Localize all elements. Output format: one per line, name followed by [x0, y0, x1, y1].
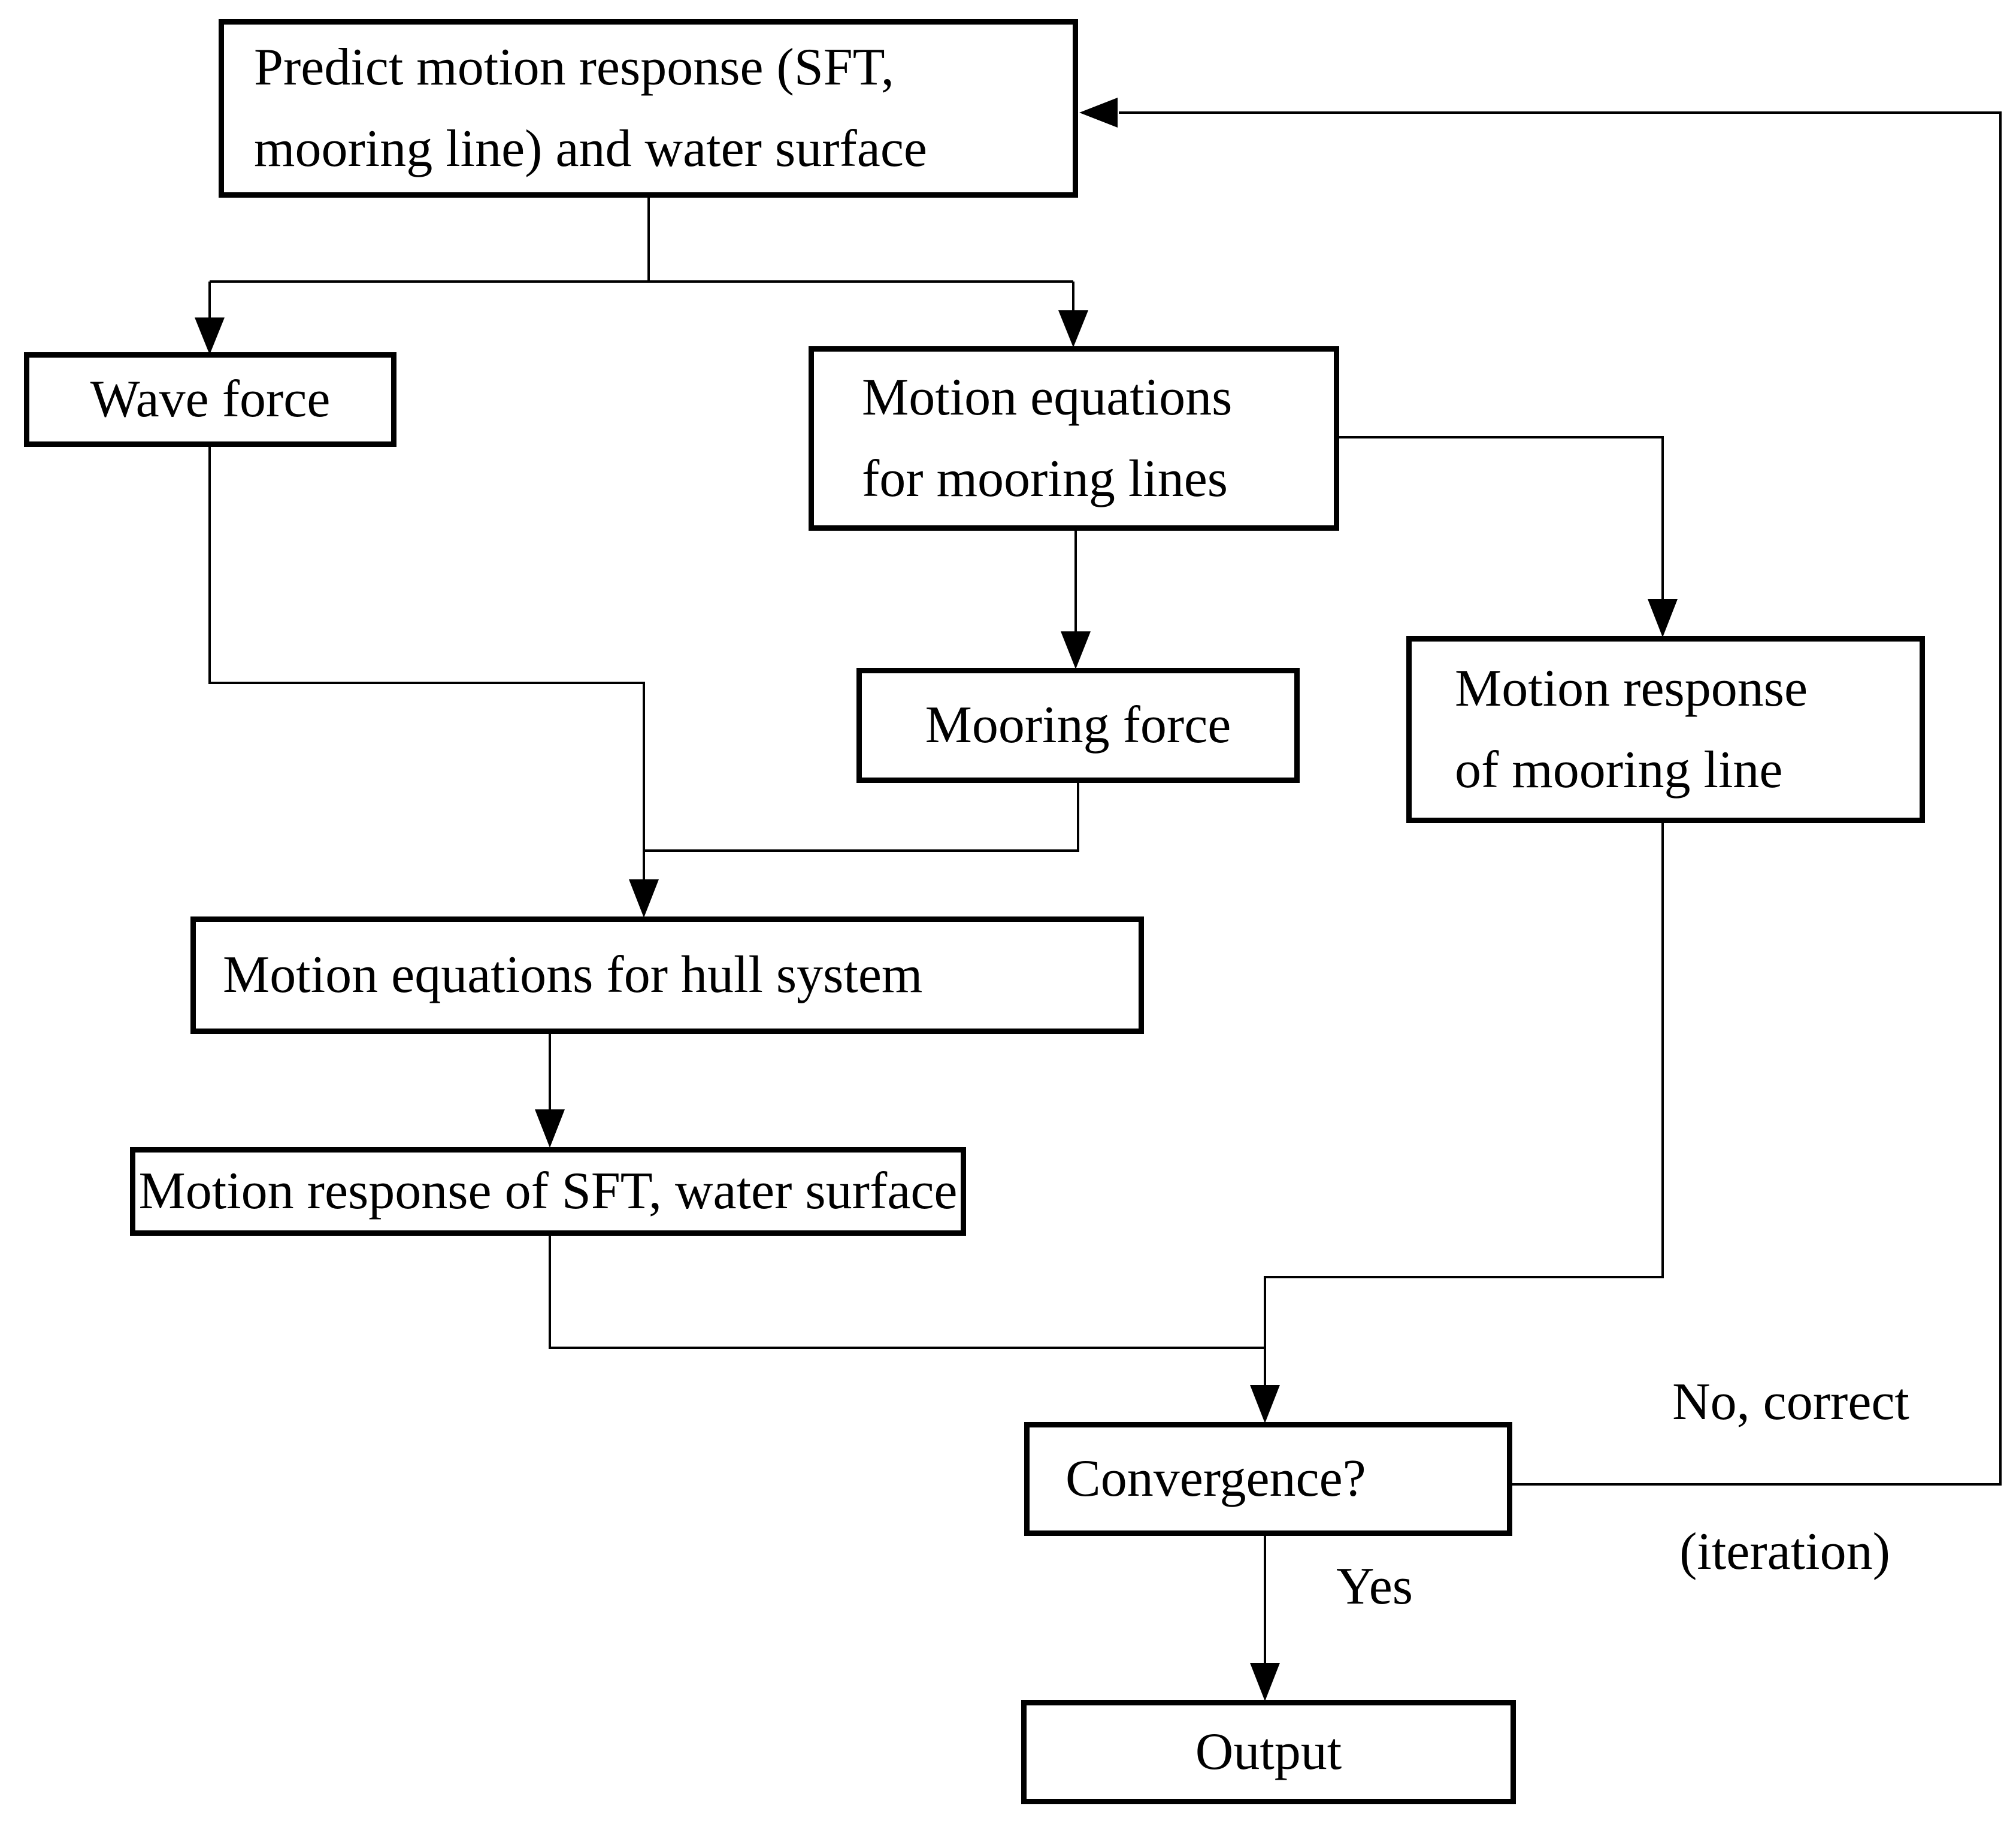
node-hull-equations: Motion equations for hull system: [190, 916, 1144, 1034]
node-wave-force: Wave force: [24, 352, 396, 447]
node-mooring-response-line-2: of mooring line: [1455, 741, 1783, 799]
edge-to-mooring-response: [1339, 436, 1664, 601]
node-convergence-label: Convergence?: [1065, 1449, 1366, 1508]
edge-label-iteration: (iteration): [1679, 1523, 1890, 1581]
node-mooring-response: Motion response of mooring line: [1406, 636, 1925, 823]
arrowhead-mooring-equations: [1058, 310, 1088, 347]
arrowhead-mooring-response: [1648, 599, 1678, 637]
node-mooring-equations-line-1: Motion equations: [862, 368, 1233, 426]
node-predict-line-1: Predict motion response (SFT,: [254, 38, 894, 96]
arrowhead-hull-equations: [629, 879, 659, 918]
node-mooring-force: Mooring force: [856, 668, 1300, 783]
arrowhead-convergence: [1250, 1385, 1280, 1423]
node-convergence-decision: Convergence?: [1024, 1422, 1512, 1536]
node-mooring-equations: Motion equations for mooring lines: [809, 346, 1339, 531]
edge-label-no-correct: No, correct: [1672, 1373, 1909, 1431]
node-wave-force-label: Wave force: [90, 370, 331, 428]
arrowhead-predict-feedback: [1079, 98, 1118, 128]
node-output: Output: [1021, 1700, 1516, 1804]
edge-wave-to-hull: [208, 447, 645, 882]
edge-label-yes: Yes: [1336, 1557, 1413, 1616]
node-mooring-response-line-1: Motion response: [1455, 659, 1808, 718]
node-sft-response-label: Motion response of SFT, water surface: [138, 1161, 958, 1220]
node-predict-line-2: mooring line) and water surface: [254, 120, 927, 178]
node-sft-response: Motion response of SFT, water surface: [130, 1147, 966, 1236]
arrowhead-output: [1250, 1663, 1280, 1701]
edge-sft-join: [549, 1236, 1265, 1349]
node-hull-equations-label: Motion equations for hull system: [223, 945, 923, 1004]
arrowhead-sft-response: [535, 1109, 565, 1148]
node-output-label: Output: [1195, 1722, 1342, 1781]
node-mooring-equations-line-2: for mooring lines: [862, 450, 1228, 508]
edge-mooring-response-to-convergence: [1264, 823, 1664, 1387]
node-predict-motion-response: Predict motion response (SFT, mooring li…: [219, 19, 1078, 198]
arrowhead-wave-force: [195, 317, 225, 355]
node-mooring-force-label: Mooring force: [925, 695, 1231, 754]
edge-mooring-force-join: [644, 783, 1079, 852]
arrowhead-mooring-force: [1061, 631, 1091, 669]
